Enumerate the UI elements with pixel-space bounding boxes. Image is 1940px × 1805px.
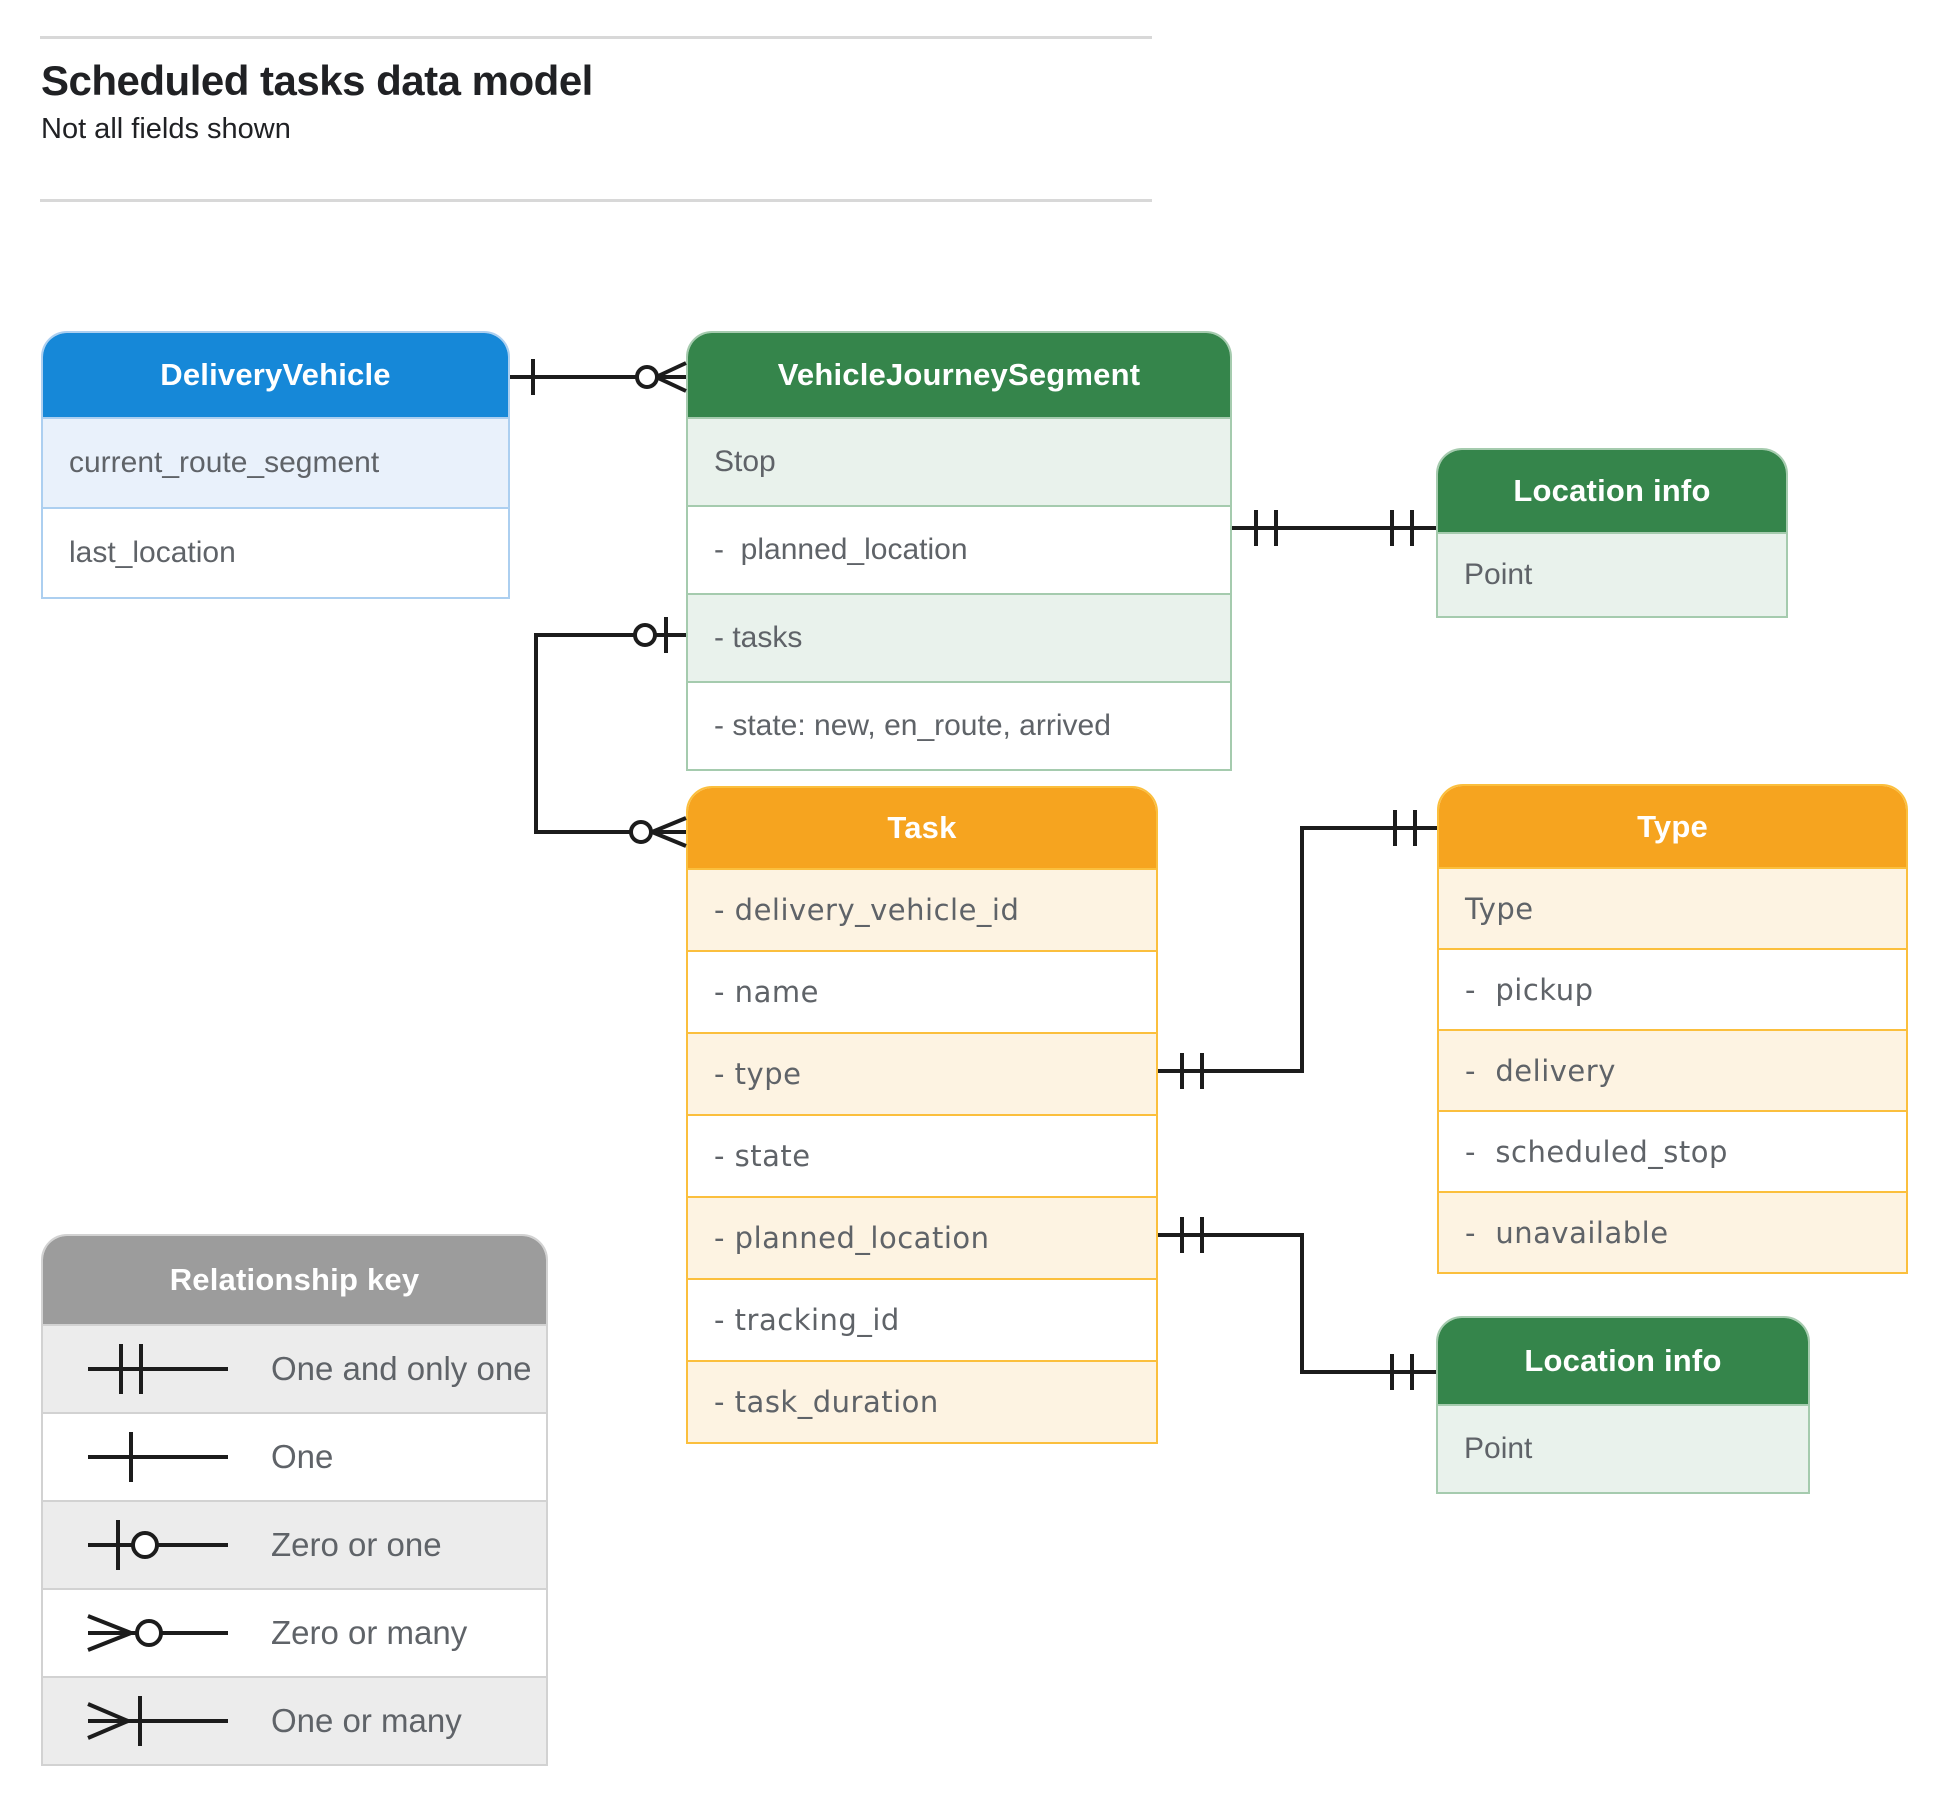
crow-foot-icon: [655, 361, 687, 393]
title-divider: [40, 199, 1152, 202]
field-point-bottom: Point: [1438, 1404, 1808, 1492]
key-row-zero-or-one: Zero or one: [43, 1500, 546, 1588]
relationship-key: Relationship key One and only one One Ze…: [41, 1234, 548, 1766]
crow-foot-icon: [651, 816, 687, 848]
page-subtitle: Not all fields shown: [41, 113, 291, 145]
field-tasks: - tasks: [688, 593, 1230, 681]
entity-location-info-bottom-header: Location info: [1438, 1318, 1808, 1404]
key-row-one-and-only-one: One and only one: [43, 1324, 546, 1412]
entity-task-header: Task: [688, 788, 1156, 868]
field-name: - name: [688, 950, 1156, 1032]
key-row-one: One: [43, 1412, 546, 1500]
key-label: One and only one: [271, 1350, 532, 1387]
field-task-duration: - task_duration: [688, 1360, 1156, 1442]
field-type: - type: [688, 1032, 1156, 1114]
one-icon: [88, 1432, 228, 1482]
zero-or-many-icon: [87, 1614, 228, 1652]
connector-taskplannedlocation-locationinfo-bottom: [1158, 1217, 1436, 1390]
zero-circle-icon: [635, 365, 659, 389]
key-label: One or many: [271, 1702, 462, 1739]
entity-vehicle-journey-segment-header: VehicleJourneySegment: [688, 333, 1230, 417]
field-stop: Stop: [688, 417, 1230, 505]
field-planned-location: - planned_location: [688, 505, 1230, 593]
field-state: - state: new, en_route, arrived: [688, 681, 1230, 769]
field-pickup: - pickup: [1439, 948, 1906, 1029]
zero-or-one-icon: [88, 1520, 228, 1570]
entity-delivery-vehicle-header: DeliveryVehicle: [43, 333, 508, 417]
entity-location-info-top: Location info Point: [1436, 448, 1788, 618]
entity-vehicle-journey-segment: VehicleJourneySegment Stop - planned_loc…: [686, 331, 1232, 771]
field-task-planned-location: - planned_location: [688, 1196, 1156, 1278]
relationship-key-header: Relationship key: [43, 1236, 546, 1324]
key-label: Zero or many: [271, 1614, 468, 1651]
one-or-many-icon: [87, 1696, 228, 1746]
connector-tasks-task: [534, 617, 687, 848]
field-task-state: - state: [688, 1114, 1156, 1196]
entity-location-info-top-header: Location info: [1438, 450, 1786, 532]
field-scheduled-stop: - scheduled_stop: [1439, 1110, 1906, 1191]
entity-type: Type Type - pickup - delivery - schedule…: [1437, 784, 1908, 1274]
entity-task: Task - delivery_vehicle_id - name - type…: [686, 786, 1158, 1444]
one-and-only-one-icon: [88, 1344, 228, 1394]
top-divider: [40, 36, 1152, 39]
page-title: Scheduled tasks data model: [41, 57, 593, 104]
zero-circle-icon: [629, 820, 653, 844]
key-row-zero-or-many: Zero or many: [43, 1588, 546, 1676]
field-delivery: - delivery: [1439, 1029, 1906, 1110]
key-label: One: [271, 1438, 334, 1475]
connector-plannedlocation-locationinfo-top: [1232, 510, 1436, 546]
connector-deliveryvehicle-vehiclejourneysegment: [510, 359, 687, 395]
field-type-name: Type: [1439, 867, 1906, 948]
field-current-route-segment: current_route_segment: [43, 417, 508, 507]
entity-type-header: Type: [1439, 786, 1906, 867]
key-row-one-or-many: One or many: [43, 1676, 546, 1764]
key-label: Zero or one: [271, 1526, 442, 1563]
entity-delivery-vehicle: DeliveryVehicle current_route_segment la…: [41, 331, 510, 599]
connector-tasktype-type: [1158, 810, 1437, 1089]
field-delivery-vehicle-id: - delivery_vehicle_id: [688, 868, 1156, 950]
field-point-top: Point: [1438, 532, 1786, 616]
field-unavailable: - unavailable: [1439, 1191, 1906, 1272]
field-tracking-id: - tracking_id: [688, 1278, 1156, 1360]
entity-location-info-bottom: Location info Point: [1436, 1316, 1810, 1494]
zero-circle-icon: [633, 623, 657, 647]
field-last-location: last_location: [43, 507, 508, 597]
